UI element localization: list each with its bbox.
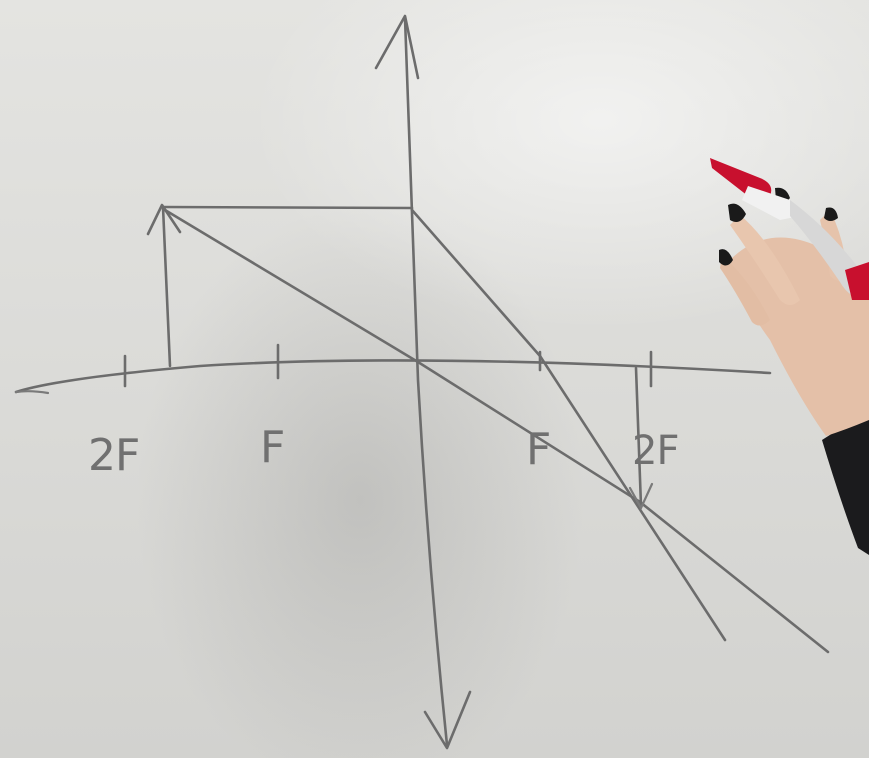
ray-parallel (161, 205, 414, 210)
lens-line (403, 16, 449, 747)
label-left-f: F (260, 422, 284, 473)
ray-refracted-through-focus (410, 208, 727, 642)
lens-top-arrowhead (374, 14, 420, 80)
label-left-2f: 2F (88, 430, 139, 481)
label-right-f: F (526, 424, 550, 475)
image-arrowhead (628, 482, 654, 511)
object-arrowhead (146, 203, 182, 236)
hand-holding-marker-icon (710, 158, 869, 555)
ray-through-center (163, 208, 830, 654)
lens-bottom-arrowhead (423, 690, 472, 750)
label-right-2f: 2F (632, 428, 678, 474)
image-arrow (634, 366, 643, 508)
object-arrow (161, 205, 172, 368)
principal-axis (14, 359, 772, 394)
principal-axis-tail (14, 390, 50, 395)
